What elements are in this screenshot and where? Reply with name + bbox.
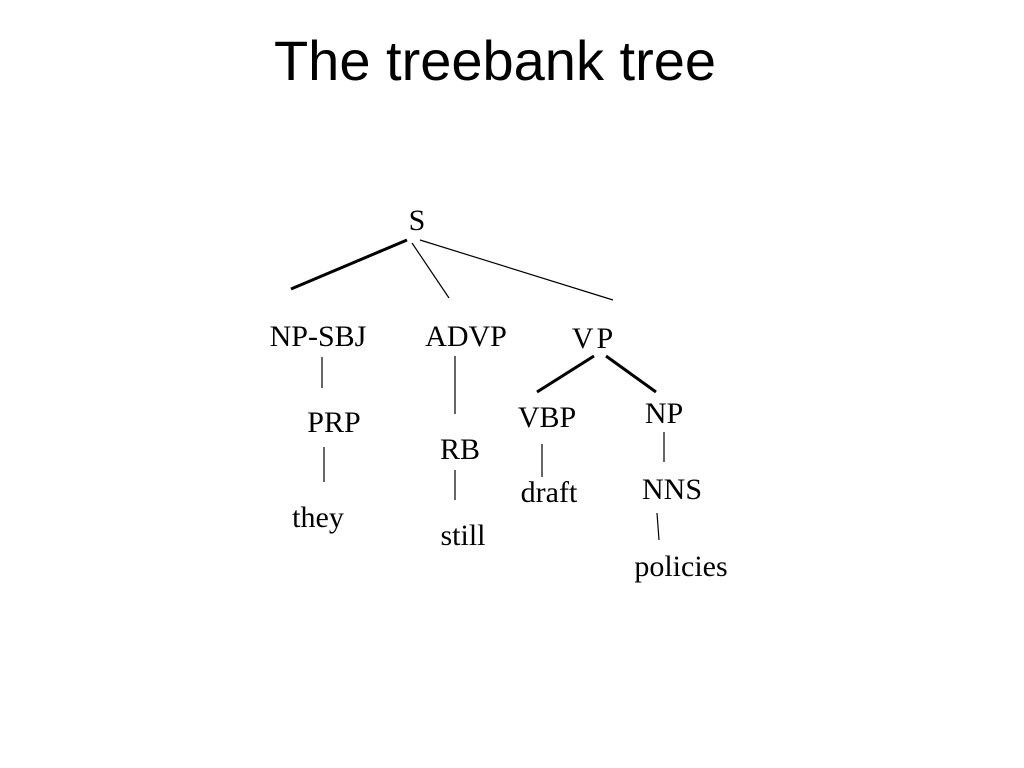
edge-s-vp [419, 239, 614, 301]
word-draft: draft [521, 476, 578, 509]
node-vbp: VBP [518, 401, 576, 434]
node-np: NP [645, 397, 683, 430]
word-they: they [292, 501, 344, 534]
node-prp: PRP [307, 406, 360, 439]
word-policies: policies [634, 550, 727, 583]
word-still: still [440, 519, 485, 552]
edge-vp-vbp [536, 354, 595, 394]
slide-title: The treebank tree [273, 29, 717, 92]
edge-nns-policies [656, 512, 660, 541]
node-np-sbj: NP-SBJ [270, 320, 367, 353]
node-vp: VP [572, 322, 616, 355]
node-advp: ADVP [425, 320, 507, 353]
node-nns: NNS [642, 473, 702, 506]
node-rb: RB [440, 433, 480, 466]
edge-s-np-sbj [290, 238, 408, 291]
edge-s-advp [411, 242, 450, 299]
node-s: S [409, 204, 426, 237]
edge-vp-np [605, 354, 657, 394]
